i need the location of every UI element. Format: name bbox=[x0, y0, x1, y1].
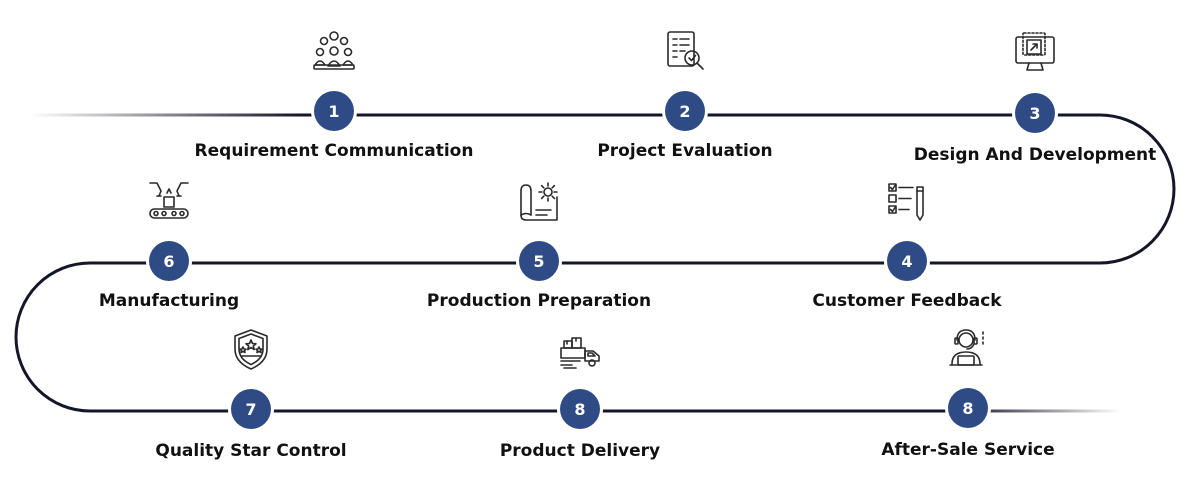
step-5-label: Production Preparation bbox=[426, 291, 652, 311]
step-6-label: Manufacturing bbox=[98, 291, 240, 311]
design-monitor-icon bbox=[1013, 31, 1057, 75]
step-8-service-badge: 8 bbox=[948, 388, 988, 428]
step-4-label: Customer Feedback bbox=[812, 291, 1002, 311]
blueprint-gear-icon bbox=[517, 179, 561, 223]
flow-line-main bbox=[14, 113, 1176, 413]
step-7-label: Quality Star Control bbox=[155, 441, 347, 461]
step-4-badge: 4 bbox=[887, 241, 927, 281]
step-3-label: Design And Development bbox=[913, 145, 1157, 165]
checklist-icon bbox=[885, 179, 929, 223]
step-3-badge: 3 bbox=[1015, 93, 1055, 133]
team-meeting-icon bbox=[312, 29, 356, 73]
robotic-assembly-icon bbox=[147, 179, 191, 223]
document-inspection-icon bbox=[663, 29, 707, 73]
step-6-badge: 6 bbox=[149, 241, 189, 281]
support-agent-icon bbox=[946, 326, 990, 370]
step-2-label: Project Evaluation bbox=[597, 141, 773, 161]
step-1-badge: 1 bbox=[314, 91, 354, 131]
quality-shield-icon bbox=[229, 327, 273, 371]
step-8-delivery-badge: 8 bbox=[560, 389, 600, 429]
delivery-truck-icon bbox=[558, 327, 602, 371]
step-7-badge: 7 bbox=[231, 389, 271, 429]
step-8-delivery-label: Product Delivery bbox=[499, 441, 661, 461]
step-8-service-label: After-Sale Service bbox=[881, 440, 1055, 460]
step-2-badge: 2 bbox=[665, 91, 705, 131]
step-1-label: Requirement Communication bbox=[194, 141, 474, 161]
step-5-badge: 5 bbox=[519, 241, 559, 281]
